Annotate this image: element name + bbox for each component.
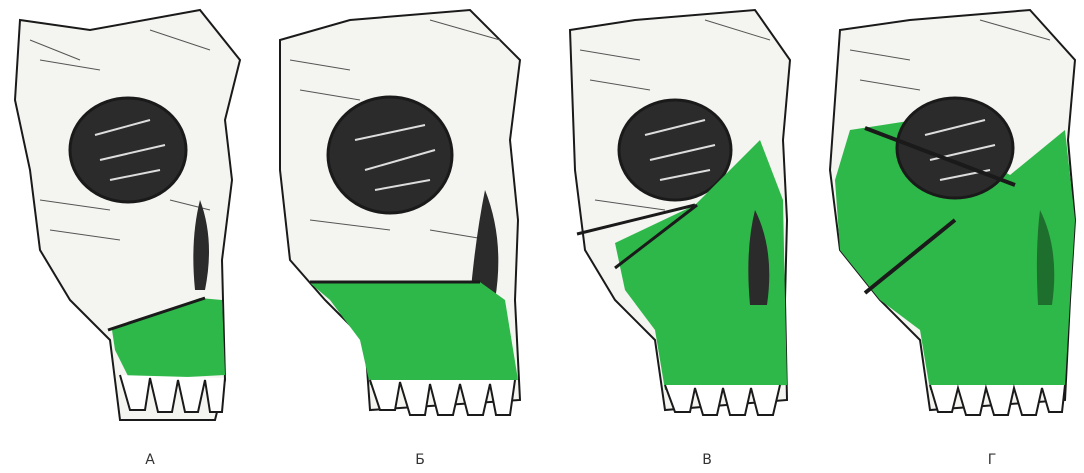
panel-label-b: Б: [400, 452, 440, 468]
orbit: [619, 100, 731, 200]
skull-illustration-a: [0, 0, 270, 440]
skull-illustration-b: [270, 0, 540, 440]
panel-label-c: В: [687, 452, 727, 468]
panel-a: А: [0, 0, 270, 473]
panel-c: В: [555, 0, 810, 473]
skull-illustration-d: [820, 0, 1084, 440]
teeth: [930, 385, 1065, 415]
orbit: [328, 97, 452, 213]
teeth: [370, 380, 515, 415]
panel-label-a: А: [130, 452, 170, 468]
panel-b: Б: [270, 0, 540, 473]
panel-label-d: Г: [972, 452, 1012, 468]
teeth: [120, 375, 225, 412]
panel-d: Г: [820, 0, 1084, 473]
fracture-zone: [310, 282, 518, 385]
orbit: [70, 98, 186, 202]
skull-illustration-c: [555, 0, 810, 440]
